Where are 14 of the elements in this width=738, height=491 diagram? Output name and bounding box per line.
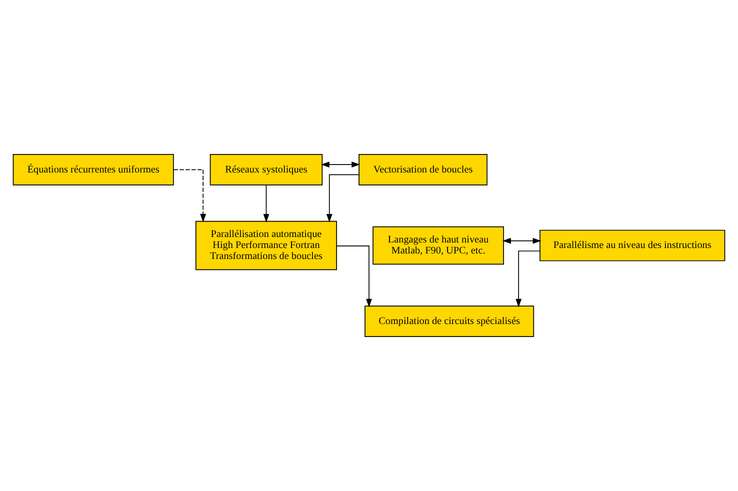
arrow (263, 184, 270, 222)
arrow (320, 162, 360, 168)
node-box: Vectorisation de boucles (358, 154, 488, 186)
arrow (336, 246, 372, 308)
node-box: Parallélisme au niveau des instructions (540, 230, 726, 262)
node-box: Langages de haut niveau Matlab, F90, UPC, etc. (372, 226, 504, 265)
arrow (326, 174, 360, 222)
node-box: Équations récurrentes uniformes (12, 154, 174, 186)
node-box: Parallélisation automatique High Performance Fortran Transformations de boucles (195, 220, 337, 270)
node-box: Compilation de circuits spécialisés (364, 306, 534, 338)
arrow (516, 250, 540, 308)
arrow (173, 169, 206, 222)
arrow (502, 238, 542, 244)
node-box: Réseaux systoliques (210, 154, 323, 186)
